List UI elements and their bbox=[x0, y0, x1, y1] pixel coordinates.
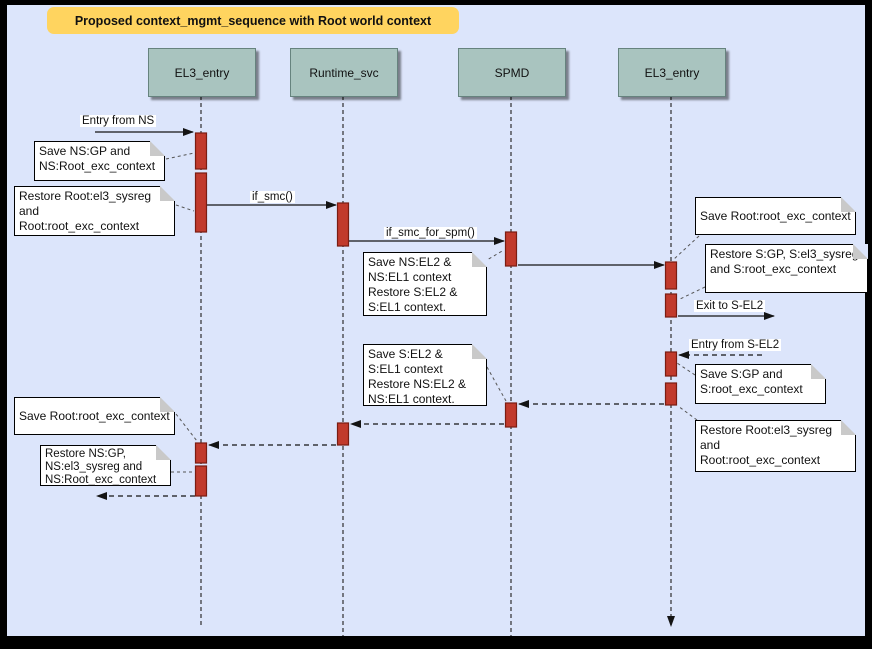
activation-runtime-1 bbox=[336, 202, 350, 247]
actor-label: EL3_entry bbox=[174, 65, 230, 80]
actor-el3-entry-right: EL3_entry bbox=[618, 48, 726, 97]
note-restore-s-gp: Restore S:GP, S:el3_sysreg and S:root_ex… bbox=[705, 244, 868, 293]
note-connector-2 bbox=[175, 204, 195, 212]
activation-el3r-4 bbox=[664, 382, 678, 406]
activation-runtime-2 bbox=[336, 422, 350, 446]
note-connector-8 bbox=[486, 366, 507, 402]
note-connector-9 bbox=[175, 413, 198, 442]
actor-el3-entry-left: EL3_entry bbox=[148, 48, 256, 97]
note-save-root-exc-right: Save Root:root_exc_context bbox=[695, 197, 856, 235]
activation-spmd-2 bbox=[504, 402, 518, 428]
note-connector-4 bbox=[672, 235, 700, 261]
note-connector-5 bbox=[677, 286, 706, 301]
message-label-entry-from-ns: Entry from NS bbox=[80, 115, 157, 127]
actor-spmd: SPMD bbox=[458, 48, 566, 97]
actor-label: Runtime_svc bbox=[309, 65, 379, 80]
note-restore-ns-gp: Restore NS:GP, NS:el3_sysreg and NS:Root… bbox=[40, 445, 171, 486]
note-save-s-el2: Save S:EL2 & S:EL1 context Restore NS:EL… bbox=[363, 344, 487, 406]
message-label-exit-to-sel2: Exit to S-EL2 bbox=[694, 300, 766, 312]
actor-label: SPMD bbox=[494, 65, 530, 80]
actor-runtime-svc: Runtime_svc bbox=[290, 48, 398, 97]
activation-el3r-3 bbox=[664, 351, 678, 377]
diagram-title: Proposed context_mgmt_sequence with Root… bbox=[47, 7, 459, 34]
message-label-if-smc: if_smc() bbox=[250, 191, 295, 203]
activation-el3r-1 bbox=[664, 261, 678, 290]
activation-el3l-3 bbox=[194, 442, 208, 464]
diagram-title-text: Proposed context_mgmt_sequence with Root… bbox=[74, 13, 432, 28]
note-connector-7 bbox=[677, 405, 698, 421]
actor-label: EL3_entry bbox=[644, 65, 700, 80]
diagram-canvas bbox=[7, 5, 865, 636]
note-save-s-gp: Save S:GP and S:root_exc_context bbox=[695, 364, 826, 404]
message-label-if-smc-for-spm: if_smc_for_spm() bbox=[384, 227, 477, 239]
activation-el3l-4 bbox=[194, 465, 208, 497]
activation-el3l-1 bbox=[194, 132, 208, 170]
note-restore-root-sysreg-1: Restore Root:el3_sysreg and Root:root_ex… bbox=[14, 186, 175, 236]
note-save-ns-gp: Save NS:GP and NS:Root_exc_context bbox=[34, 141, 165, 181]
note-restore-root-sysreg-2: Restore Root:el3_sysreg and Root:root_ex… bbox=[695, 420, 856, 472]
note-connector-6 bbox=[676, 362, 696, 376]
note-connector-1 bbox=[165, 152, 195, 160]
activation-spmd-1 bbox=[504, 231, 518, 267]
note-save-root-exc-left: Save Root:root_exc_context bbox=[14, 397, 175, 435]
activation-el3l-2 bbox=[194, 172, 208, 233]
activation-el3r-2 bbox=[664, 293, 678, 318]
note-save-ns-el2: Save NS:EL2 & NS:EL1 context Restore S:E… bbox=[363, 252, 487, 316]
message-label-entry-from-sel2: Entry from S-EL2 bbox=[689, 339, 782, 351]
